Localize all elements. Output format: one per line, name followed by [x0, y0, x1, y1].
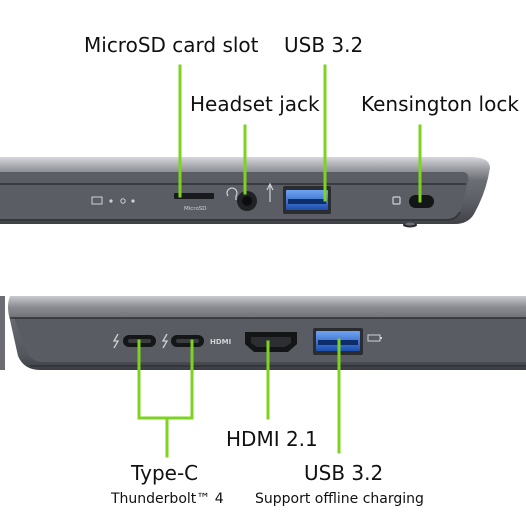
- hdmi-port: HDMI: [210, 332, 297, 352]
- offline-charging-label: Support offline charging: [255, 491, 424, 507]
- type-c-label: Type-C: [131, 461, 199, 485]
- usb-a-port-top: [266, 182, 331, 214]
- usb-top-label: USB 3.2: [284, 33, 364, 57]
- headset-jack-label: Headset jack: [190, 92, 320, 116]
- kensington-lock-label: Kensington lock: [361, 92, 519, 116]
- headset-jack-port: [226, 187, 257, 211]
- microsd-label: MicroSD card slot: [84, 33, 259, 57]
- microsd-slot: MicroSD: [174, 193, 214, 212]
- usb-bottom-label: USB 3.2: [304, 461, 384, 485]
- hdmi-engraving: HDMI: [210, 338, 231, 346]
- hdmi-label: HDMI 2.1: [226, 427, 318, 451]
- callout-lines: [137, 64, 422, 458]
- status-indicators: [91, 196, 135, 205]
- microsd-engraving: MicroSD: [184, 206, 207, 212]
- thunderbolt-label: Thunderbolt™ 4: [111, 491, 224, 507]
